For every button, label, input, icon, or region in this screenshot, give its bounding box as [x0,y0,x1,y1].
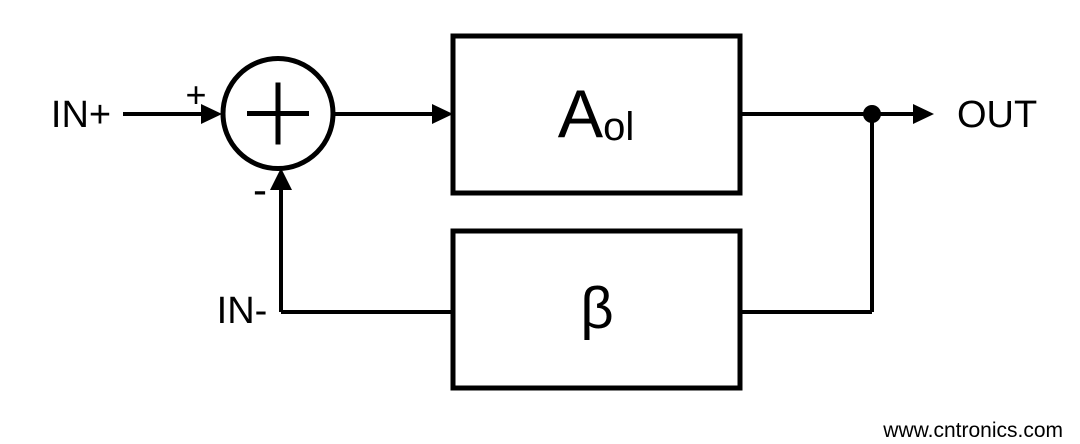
input-positive-label: IN+ [51,94,111,136]
feedback-block-label: β [580,276,613,341]
output-label: OUT [957,94,1037,136]
sum-positive-sign-label: + [185,74,206,115]
sum-negative-sign-label: - [253,166,267,213]
summer-to-gain-arrowhead-icon [432,104,453,124]
input-negative-label: IN- [217,290,268,332]
forward-gain-label: Aol [558,76,635,152]
forward-gain-label-subscript: ol [603,105,634,149]
watermark-text: www.cntronics.com [882,419,1063,442]
output-arrowhead-icon [913,104,934,124]
input-arrowhead-icon [201,104,222,124]
forward-gain-block [450,33,743,196]
feedback-arrowhead-icon [270,168,292,190]
forward-gain-label-main: A [558,76,604,152]
feedback-block [450,228,743,391]
